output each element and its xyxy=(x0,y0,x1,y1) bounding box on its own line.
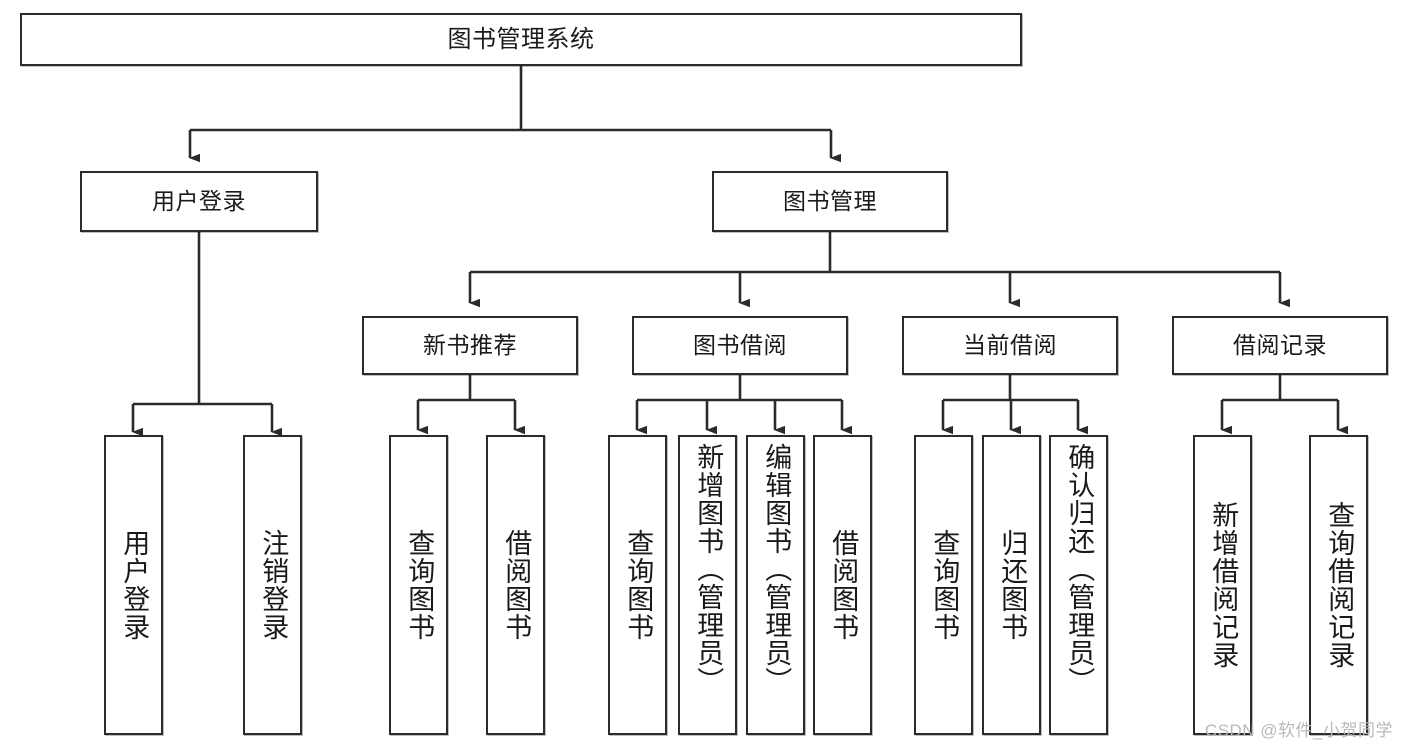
leaf-query-book-borrow[interactable]: 查询图书 xyxy=(608,435,667,735)
node-label: 用户登录 xyxy=(119,529,150,641)
node-label: 查询图书 xyxy=(404,529,435,641)
leaf-edit-book-admin[interactable]: 编辑图书（管理员） xyxy=(746,435,805,735)
node-label: 用户登录 xyxy=(152,188,246,215)
node-label: 当前借阅 xyxy=(963,332,1057,359)
node-label: 确认归还（管理员） xyxy=(1064,443,1095,695)
node-book-borrow[interactable]: 图书借阅 xyxy=(632,316,848,375)
node-label: 归还图书 xyxy=(997,529,1028,641)
node-label: 图书管理 xyxy=(783,188,877,215)
leaf-confirm-return-admin[interactable]: 确认归还（管理员） xyxy=(1049,435,1108,735)
node-label: 查询借阅记录 xyxy=(1324,501,1355,669)
node-new-book-recommend[interactable]: 新书推荐 xyxy=(362,316,578,375)
node-label: 图书借阅 xyxy=(693,332,787,359)
leaf-query-borrow-record[interactable]: 查询借阅记录 xyxy=(1309,435,1368,735)
leaf-return-book[interactable]: 归还图书 xyxy=(982,435,1041,735)
node-root-system[interactable]: 图书管理系统 xyxy=(20,13,1022,66)
leaf-query-book-newbook[interactable]: 查询图书 xyxy=(389,435,448,735)
leaf-add-borrow-record[interactable]: 新增借阅记录 xyxy=(1193,435,1252,735)
leaf-add-book-admin[interactable]: 新增图书（管理员） xyxy=(678,435,737,735)
node-borrow-record[interactable]: 借阅记录 xyxy=(1172,316,1388,375)
leaf-borrow-book-newbook[interactable]: 借阅图书 xyxy=(486,435,545,735)
leaf-user-login[interactable]: 用户登录 xyxy=(104,435,163,735)
node-label: 查询图书 xyxy=(623,529,654,641)
node-user-login[interactable]: 用户登录 xyxy=(80,171,318,232)
node-label: 借阅图书 xyxy=(828,529,859,641)
node-book-management[interactable]: 图书管理 xyxy=(712,171,948,232)
watermark-text: CSDN @软件_小贺同学 xyxy=(1204,721,1393,740)
node-label: 图书管理系统 xyxy=(447,25,595,53)
node-label: 借阅图书 xyxy=(501,529,532,641)
node-label: 注销登录 xyxy=(258,529,289,641)
node-label: 查询图书 xyxy=(929,529,960,641)
leaf-query-book-current[interactable]: 查询图书 xyxy=(914,435,973,735)
node-label: 借阅记录 xyxy=(1233,332,1327,359)
node-current-borrow[interactable]: 当前借阅 xyxy=(902,316,1118,375)
node-label: 编辑图书（管理员） xyxy=(761,443,792,695)
leaf-borrow-book[interactable]: 借阅图书 xyxy=(813,435,872,735)
node-label: 新增图书（管理员） xyxy=(693,443,724,695)
leaf-logout[interactable]: 注销登录 xyxy=(243,435,302,735)
node-label: 新增借阅记录 xyxy=(1208,501,1239,669)
node-label: 新书推荐 xyxy=(423,332,517,359)
